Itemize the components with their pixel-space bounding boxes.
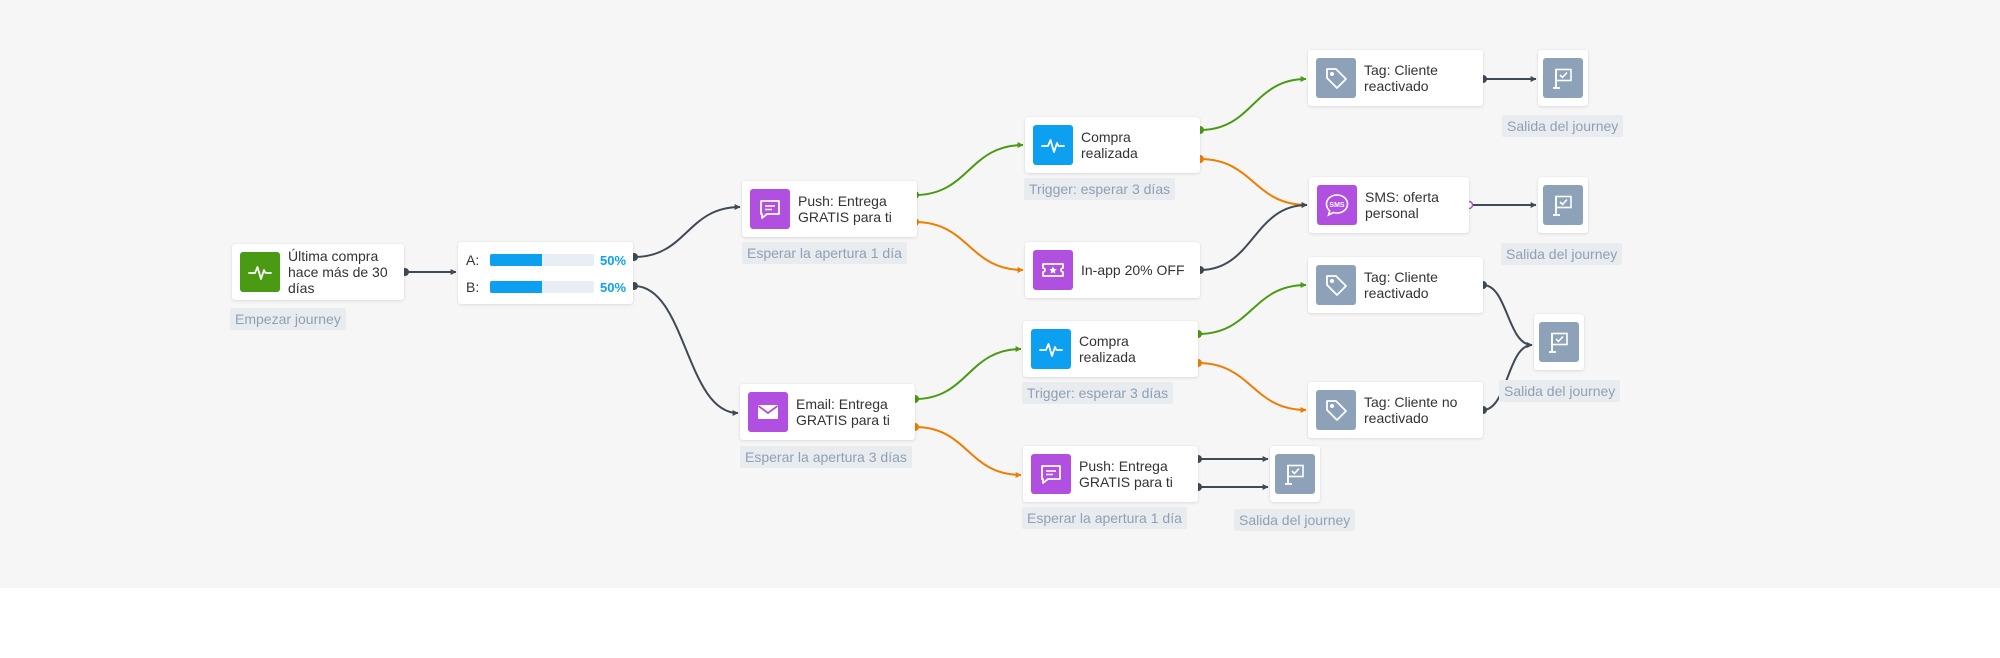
start-trigger-node[interactable]: Última compra hace más de 30 días xyxy=(232,244,404,300)
exit-caption: Salida del journey xyxy=(1499,380,1621,402)
split-branch-a: A: 50% xyxy=(466,252,626,268)
ab-split-node[interactable]: A: 50% B: 50% xyxy=(458,242,633,304)
push-node-free-delivery-2[interactable]: Push: Entrega GRATIS para ti xyxy=(1023,446,1198,502)
tag-node-reactivated-2[interactable]: Tag: Cliente reactivado xyxy=(1308,257,1483,313)
connection-push-not-opened-to-inapp xyxy=(914,221,1024,273)
exit-caption: Salida del journey xyxy=(1501,243,1623,265)
chat-icon xyxy=(750,189,790,229)
connection-purchase-yes-to-tag xyxy=(1199,76,1307,131)
email-node-caption: Esperar la apertura 3 días xyxy=(740,446,912,468)
start-trigger-label: Última compra hace más de 30 días xyxy=(288,248,388,296)
split-b-bar xyxy=(490,281,594,293)
exit-caption: Salida del journey xyxy=(1234,509,1356,531)
split-a-fill xyxy=(490,254,542,266)
connections-layer xyxy=(401,75,1537,491)
connection-purchase-no-to-sms xyxy=(1199,158,1308,208)
connection-tag2-to-exit xyxy=(1482,284,1533,348)
svg-text:SMS: SMS xyxy=(1329,202,1345,209)
push-node-caption: Esperar la apertura 1 día xyxy=(742,242,907,264)
tag-node-reactivated-1[interactable]: Tag: Cliente reactivado xyxy=(1308,50,1483,106)
purchase-trigger-caption: Trigger: esperar 3 días xyxy=(1022,382,1174,404)
purchase-trigger-node-2[interactable]: Compra realizada xyxy=(1023,321,1198,377)
split-a-bar xyxy=(490,254,594,266)
tag-node-label: Tag: Cliente no reactivado xyxy=(1364,394,1458,426)
activity-icon xyxy=(240,252,280,292)
activity-icon xyxy=(1033,125,1073,165)
exit-node-2[interactable] xyxy=(1538,177,1588,233)
connection-inapp-to-sms xyxy=(1199,202,1308,271)
connection-split-a-to-push xyxy=(633,204,741,258)
purchase-trigger-label: Compra realizada xyxy=(1079,333,1136,365)
purchase-trigger-node-1[interactable]: Compra realizada xyxy=(1025,117,1200,173)
exit-flag-icon xyxy=(1543,185,1583,225)
exit-flag-icon xyxy=(1543,58,1583,98)
push-node-label: Push: Entrega GRATIS para ti xyxy=(1079,458,1173,490)
exit-node-1[interactable] xyxy=(1538,50,1588,106)
split-b-fill xyxy=(490,281,542,293)
tag-icon xyxy=(1316,265,1356,305)
connection-purchase2-no-to-tag xyxy=(1197,362,1307,413)
sms-node-personal-offer[interactable]: SMS SMS: oferta personal xyxy=(1309,177,1469,233)
email-node-label: Email: Entrega GRATIS para ti xyxy=(796,396,890,428)
chat-icon xyxy=(1031,454,1071,494)
exit-flag-icon xyxy=(1275,454,1315,494)
inapp-node-20-off[interactable]: In-app 20% OFF xyxy=(1025,242,1200,298)
split-a-percent: 50% xyxy=(600,252,627,268)
exit-flag-icon xyxy=(1539,322,1579,362)
connection-email-opened-to-purchase xyxy=(914,346,1022,400)
connection-purchase2-yes-to-tag xyxy=(1197,282,1307,335)
tag-icon xyxy=(1316,58,1356,98)
push-node-caption: Esperar la apertura 1 día xyxy=(1022,507,1187,529)
connection-email-not-opened-to-push xyxy=(914,426,1022,478)
split-branch-b: B: 50% xyxy=(466,279,626,295)
inapp-node-label: In-app 20% OFF xyxy=(1081,262,1185,278)
ticket-icon xyxy=(1033,250,1073,290)
push-node-free-delivery[interactable]: Push: Entrega GRATIS para ti xyxy=(742,181,917,237)
start-caption: Empezar journey xyxy=(230,308,346,330)
purchase-trigger-label: Compra realizada xyxy=(1081,129,1138,161)
split-b-percent: 50% xyxy=(600,279,627,295)
email-node-free-delivery[interactable]: Email: Entrega GRATIS para ti xyxy=(740,384,915,440)
sms-node-label: SMS: oferta personal xyxy=(1365,189,1439,221)
exit-node-4[interactable] xyxy=(1270,446,1320,502)
purchase-trigger-caption: Trigger: esperar 3 días xyxy=(1024,178,1176,200)
connection-tag3-to-exit xyxy=(1482,342,1533,411)
split-b-label: B: xyxy=(466,279,480,295)
tag-node-label: Tag: Cliente reactivado xyxy=(1364,62,1438,94)
push-node-label: Push: Entrega GRATIS para ti xyxy=(798,193,892,225)
sms-icon: SMS xyxy=(1317,185,1357,225)
split-a-label: A: xyxy=(466,252,480,268)
tag-icon xyxy=(1316,390,1356,430)
tag-node-label: Tag: Cliente reactivado xyxy=(1364,269,1438,301)
envelope-icon xyxy=(748,392,788,432)
exit-caption: Salida del journey xyxy=(1502,115,1624,137)
connection-push-opened-to-purchase xyxy=(914,142,1024,196)
connection-split-b-to-email xyxy=(633,285,739,416)
activity-icon xyxy=(1031,329,1071,369)
exit-node-3[interactable] xyxy=(1534,314,1584,370)
tag-node-not-reactivated[interactable]: Tag: Cliente no reactivado xyxy=(1308,382,1483,438)
